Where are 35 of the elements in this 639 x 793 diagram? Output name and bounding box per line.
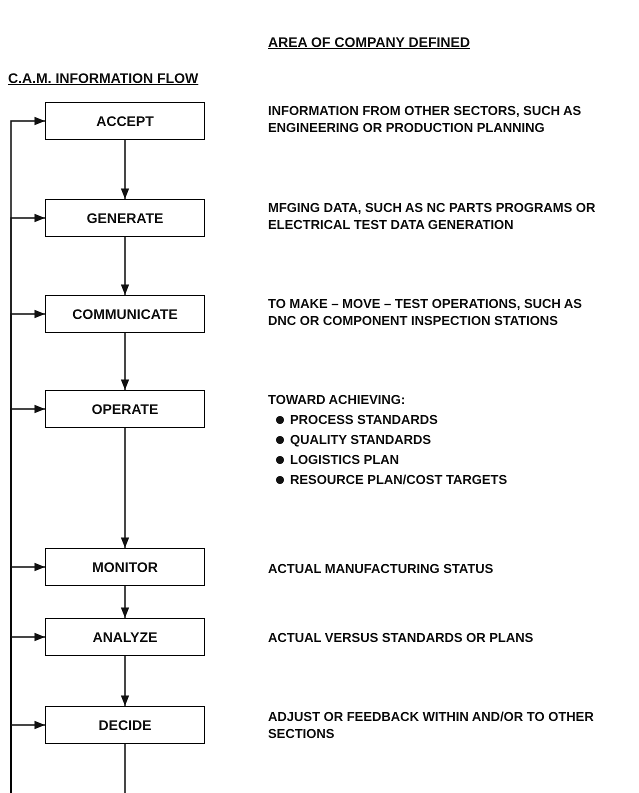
list-item: RESOURCE PLAN/COST TARGETS [290,471,508,488]
list-item: LOGISTICS PLAN [290,451,400,468]
list-item: QUALITY STANDARDS [290,431,432,448]
step-description: INFORMATION FROM OTHER SECTORS, SUCH AS ENGINEERING OR PRODUCTION PLANNING [268,102,582,136]
arrow [120,586,130,618]
process-box [45,102,205,140]
process-box [45,199,205,237]
step-description: ACTUAL MANUFACTURING STATUS [268,560,494,577]
box-label: COMMUNICATE [72,306,178,322]
diagram-title: AREA OF COMPANY DEFINED [268,34,470,50]
process-box [45,548,205,586]
box-label: ANALYZE [92,629,158,645]
arrow [120,237,130,295]
arrow [120,656,130,706]
feedback-arrow [10,720,45,793]
box-label: ACCEPT [96,113,154,129]
box-label: MONITOR [92,559,158,575]
process-box [45,706,205,744]
box-label: GENERATE [86,210,164,226]
box-label: DECIDE [98,717,152,733]
step-description: TO MAKE – MOVE – TEST OPERATIONS, SUCH AS DNC OR COMPONENT INSPECTION STATIONS [268,295,583,329]
step-description: MFGING DATA, SUCH AS NC PARTS PROGRAMS OR ELECTRICAL TEST DATA GENERATION [268,199,596,233]
step-description: ACTUAL VERSUS STANDARDS OR PLANS [268,629,534,646]
list-item: PROCESS STANDARDS [290,411,438,428]
arrow [120,428,130,548]
section-heading: C.A.M. INFORMATION FLOW [8,70,198,86]
box-label: OPERATE [92,401,158,417]
step-description: TOWARD ACHIEVING: [268,391,406,408]
process-box [45,618,205,656]
process-box [45,390,205,428]
step-description: ADJUST OR FEEDBACK WITHIN AND/OR TO OTHER SECTIONS [268,708,595,742]
process-box [45,295,205,333]
arrow [120,333,130,390]
feedback-line [124,744,126,793]
arrow [120,140,130,199]
